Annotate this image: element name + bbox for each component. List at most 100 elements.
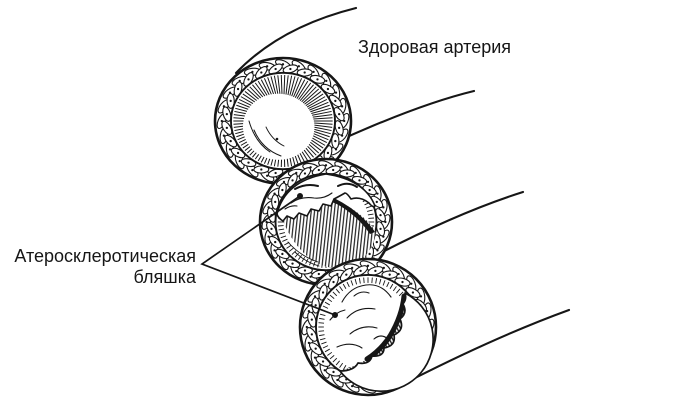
plaque-texture — [290, 192, 333, 204]
intima-hatch-line — [342, 283, 347, 289]
intima-hatch-line — [322, 305, 329, 309]
intima-hatch-line — [289, 76, 296, 96]
cell-nucleus-dot — [313, 295, 317, 298]
cell-nucleus-dot — [334, 139, 337, 143]
cell-nucleus-dot — [297, 65, 300, 68]
intima-hatch-line — [398, 291, 404, 297]
intima-hatch-line — [249, 150, 255, 156]
intima-hatch-line — [234, 110, 246, 115]
intima-hatch-line — [236, 104, 249, 110]
cell-nucleus-dot — [303, 172, 307, 175]
cell-nucleus-dot — [323, 369, 326, 372]
intima-hatch-line — [280, 75, 283, 94]
lumen-ripple — [287, 241, 319, 263]
cell-nucleus-dot — [303, 71, 306, 74]
intima-hatch-line — [252, 84, 264, 98]
intima-hatch-line — [298, 82, 312, 100]
intima-hatch-line — [294, 155, 299, 165]
cell-nucleus-dot — [274, 171, 277, 175]
intima-hatch-line — [273, 159, 277, 167]
cell-nucleus-dot — [312, 70, 315, 74]
cell-nucleus-dot — [310, 318, 313, 321]
cell-nucleus-dot — [260, 168, 263, 171]
cell-nucleus-dot — [326, 87, 330, 91]
plaque-lobe — [349, 326, 378, 335]
intima-hatch-line — [314, 124, 333, 128]
cell-nucleus-dot — [289, 67, 292, 71]
intima-hatch-line — [375, 278, 378, 284]
cell-nucleus-dot — [345, 273, 348, 276]
cell-nucleus-dot — [317, 168, 320, 172]
intima-hatch-line — [298, 255, 302, 260]
intima-hatch-line — [263, 78, 272, 95]
cell-nucleus-dot — [354, 171, 357, 175]
cell-nucleus-dot — [326, 151, 330, 155]
cell-nucleus-dot — [247, 161, 250, 164]
cell-nucleus-dot — [401, 280, 404, 284]
annotations: Здоровая артерия Атеросклеротическая бля… — [14, 37, 511, 318]
intima-hatch-line — [257, 155, 262, 162]
cell-nucleus-dot — [274, 67, 277, 71]
intima-hatch-line — [350, 280, 354, 286]
intima-hatch-line — [309, 101, 329, 111]
artery-cross-sections — [213, 56, 438, 397]
intima-hatch-line — [339, 286, 344, 292]
cell-nucleus-dot — [338, 126, 341, 129]
intima-hatch-line — [267, 77, 274, 95]
cell-nucleus-dot — [247, 78, 250, 81]
intima-hatch-line — [313, 131, 330, 138]
cell-nucleus-dot — [332, 168, 335, 172]
intima-hatch-line — [311, 107, 331, 114]
cell-nucleus-dot — [334, 91, 338, 94]
intima-hatch-line — [319, 317, 325, 320]
intima-hatch-line — [289, 157, 293, 167]
intima-hatch-line — [332, 291, 338, 297]
cell-nucleus-dot — [379, 214, 382, 217]
intima-hatch-line — [244, 146, 251, 151]
intima-hatch-line — [313, 261, 316, 267]
intima-hatch-line — [301, 256, 306, 263]
cell-nucleus-dot — [375, 240, 378, 244]
intima-hatch-line — [254, 82, 266, 97]
intima-hatch-line — [314, 126, 332, 132]
intima-hatch-line — [319, 313, 326, 317]
cell-nucleus-dot — [295, 269, 298, 273]
intima-hatch-line — [312, 137, 326, 146]
cell-nucleus-dot — [316, 78, 319, 81]
intima-hatch-line — [294, 79, 306, 98]
cell-nucleus-dot — [303, 269, 307, 272]
plaque-lobe — [365, 284, 392, 298]
plaque-pointer-lines — [200, 195, 336, 316]
intima-hatch-line — [329, 355, 335, 360]
intima-hatch-line — [302, 88, 320, 104]
cell-nucleus-dot — [321, 360, 325, 363]
intima-hatch-line — [307, 145, 317, 156]
intima-hatch-line — [304, 91, 322, 105]
intima-hatch-line — [396, 288, 401, 294]
intima-hatch-line — [292, 157, 296, 166]
lumen-ripple — [248, 120, 271, 153]
cell-nucleus-dot — [338, 113, 341, 116]
intima-hatch-line — [270, 159, 274, 166]
cell-nucleus-dot — [411, 291, 415, 294]
intima-hatch-line — [366, 209, 373, 212]
plaque-texture — [284, 205, 298, 210]
intima-hatch-line — [324, 301, 330, 306]
cell-nucleus-dot — [368, 252, 371, 256]
intima-hatch-line — [233, 117, 245, 119]
intima-hatch-line — [332, 357, 338, 363]
intima-hatch-line — [386, 281, 390, 288]
plaque-dark-wedge — [332, 198, 375, 234]
intima-hatch-line — [233, 123, 244, 125]
intima-hatch-line — [305, 93, 324, 107]
cell-nucleus-dot — [236, 151, 240, 155]
lumen-dark-band — [364, 293, 407, 362]
plaque-texture — [337, 182, 358, 188]
intima-hatch-line — [327, 298, 333, 303]
cell-nucleus-dot — [323, 282, 326, 285]
cell-nucleus-dot — [225, 126, 228, 129]
cell-nucleus-dot — [336, 378, 339, 382]
intima-hatch-line — [293, 78, 303, 98]
intima-hatch-line — [279, 232, 286, 235]
cell-nucleus-dot — [251, 168, 254, 172]
